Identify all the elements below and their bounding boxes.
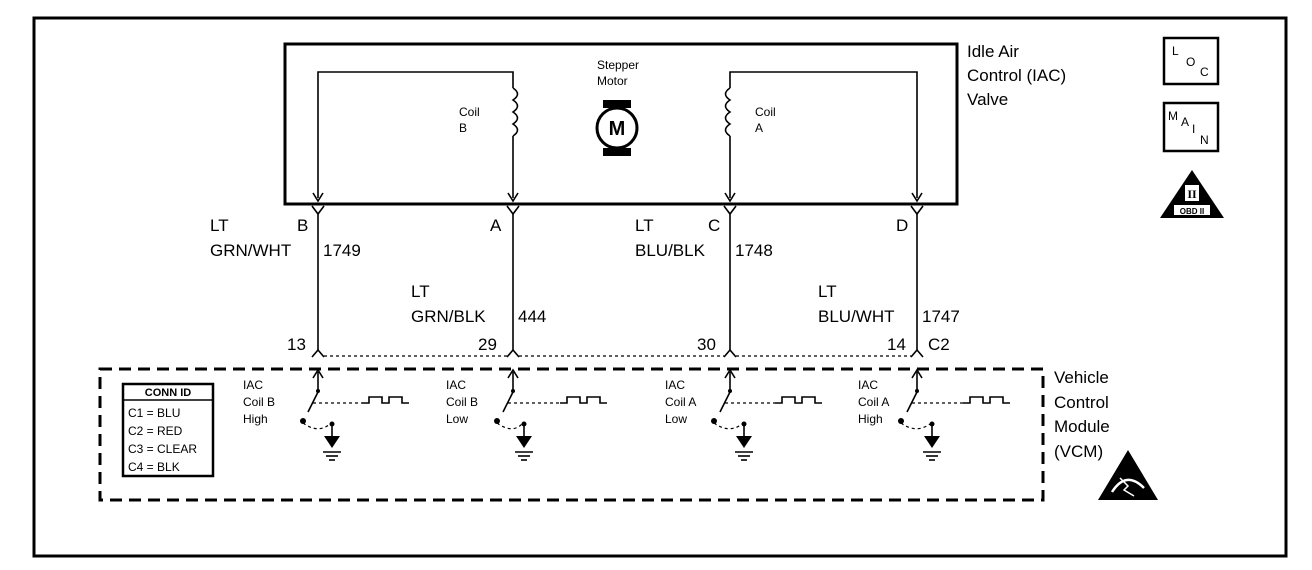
valve-title-line1: Idle Air — [967, 42, 1019, 61]
motor-label-line1: Stepper — [597, 58, 639, 72]
pin-c-label: C — [708, 216, 720, 235]
valve-internal-wiring — [312, 71, 923, 203]
wire-c-color-line2: BLU/BLK — [635, 241, 706, 260]
stepper-motor-icon: M — [595, 100, 639, 156]
wire-c-color-line1: LT — [635, 216, 654, 235]
wire-a-circuit: 444 — [518, 307, 546, 326]
obd-roman-numeral: II — [1187, 187, 1197, 201]
conn-id-row-2: C2 = RED — [128, 424, 183, 438]
obd-ii-icon: II OBD II — [1160, 170, 1224, 218]
main-letter-m: M — [1168, 109, 1178, 123]
wire-b-color-line1: LT — [210, 216, 229, 235]
obd-text: OBD II — [1180, 207, 1204, 216]
conn-id-table: CONN ID C1 = BLU C2 = RED C3 = CLEAR C4 … — [121, 382, 215, 478]
vcm-pin-14: 14 — [887, 335, 906, 354]
driver-switch-2 — [494, 368, 607, 461]
coil-b-label-line1: Coil — [459, 105, 480, 119]
driver-3-line1: IAC — [665, 378, 685, 392]
driver-1-line3: High — [243, 412, 268, 426]
driver-2-line2: Coil B — [446, 395, 478, 409]
conn-id-row-3: C3 = CLEAR — [128, 442, 197, 456]
loc-letter-o: O — [1186, 55, 1195, 69]
valve-connector-terminals — [311, 205, 924, 216]
wire-b-color-line2: GRN/WHT — [210, 241, 291, 260]
pin-a-label: A — [490, 216, 502, 235]
loc-icon: L O C — [1162, 36, 1220, 86]
motor-symbol: M — [609, 118, 626, 140]
conn-id-header: CONN ID — [145, 387, 192, 399]
diagram-frame — [32, 16, 1288, 558]
harness-wires — [311, 214, 924, 358]
driver-1-line2: Coil B — [243, 395, 275, 409]
driver-4-line3: High — [858, 412, 883, 426]
vcm-title-line1: Vehicle — [1054, 368, 1109, 387]
esd-caution-icon — [1098, 450, 1158, 500]
vcm-title-line2: Control — [1054, 393, 1109, 412]
conn-id-row-1: C1 = BLU — [128, 406, 180, 420]
pin-d-label: D — [896, 216, 908, 235]
driver-2-line3: Low — [446, 412, 468, 426]
valve-title-line2: Control (IAC) — [967, 66, 1066, 85]
vcm-title-line3: Module — [1054, 417, 1110, 436]
wire-d-color-line2: BLU/WHT — [818, 307, 895, 326]
main-letter-n: N — [1200, 133, 1209, 147]
loc-letter-c: C — [1200, 65, 1209, 79]
motor-label-line2: Motor — [597, 74, 628, 88]
vcm-pin-29: 29 — [478, 335, 497, 354]
wire-a-color-line2: GRN/BLK — [411, 307, 486, 326]
pin-b-label: B — [297, 216, 308, 235]
loc-letter-l: L — [1172, 44, 1179, 58]
driver-switch-4 — [898, 368, 1010, 461]
driver-switch-3 — [711, 368, 822, 461]
wire-b-circuit: 1749 — [323, 241, 361, 260]
coil-b-label-line2: B — [459, 121, 467, 135]
main-icon: M A I N — [1162, 101, 1220, 153]
coil-a-label-line2: A — [755, 121, 763, 135]
valve-title-line3: Valve — [967, 90, 1008, 109]
coil-a-label-line1: Coil — [755, 105, 776, 119]
driver-3-line3: Low — [665, 412, 687, 426]
driver-4-line1: IAC — [858, 378, 878, 392]
vcm-connector-label: C2 — [928, 335, 950, 354]
wire-d-circuit: 1747 — [922, 307, 960, 326]
driver-1-line1: IAC — [243, 378, 263, 392]
wire-a-color-line1: LT — [411, 282, 430, 301]
driver-2-line1: IAC — [446, 378, 466, 392]
driver-4-line2: Coil A — [858, 395, 889, 409]
vcm-box — [98, 367, 1045, 502]
vcm-title-line4: (VCM) — [1054, 442, 1103, 461]
main-letter-i: I — [1192, 122, 1195, 136]
driver-3-line2: Coil A — [665, 395, 696, 409]
vcm-pin-30: 30 — [697, 335, 716, 354]
vcm-pin-13: 13 — [287, 335, 306, 354]
iac-valve-box — [283, 42, 959, 206]
wire-d-color-line1: LT — [818, 282, 837, 301]
driver-switch-1 — [300, 368, 409, 461]
main-letter-a: A — [1181, 115, 1189, 129]
conn-id-row-4: C4 = BLK — [128, 460, 180, 474]
wire-c-circuit: 1748 — [735, 241, 773, 260]
